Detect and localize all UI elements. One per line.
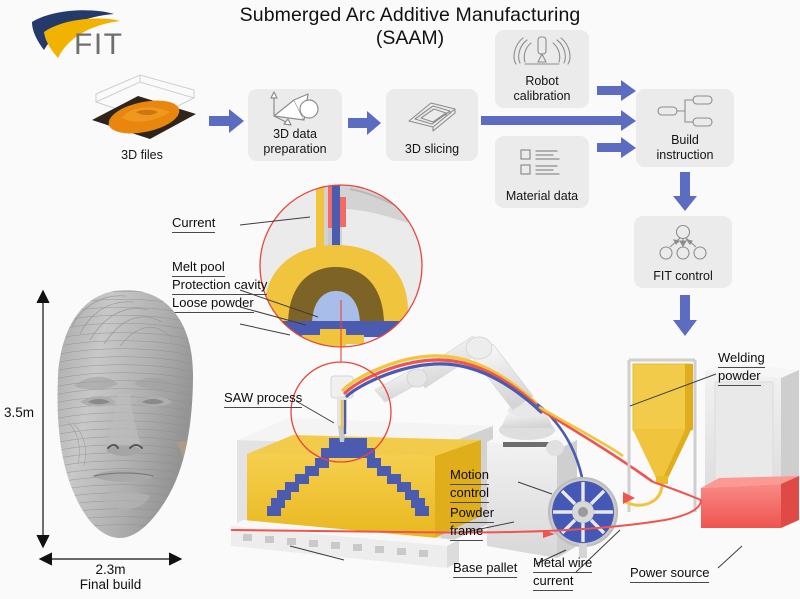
powder-frame-graphic [231, 418, 493, 568]
sliced-layers-icon [386, 89, 478, 142]
machine-label-base-pallet: Base pallet [453, 560, 518, 578]
callout-label-protection-cavity: Protection cavity [172, 277, 268, 295]
machine-label-powder-frame-line2: frame [450, 523, 484, 541]
process-box-data-preparation[interactable]: 3D data preparation [248, 89, 342, 161]
printed-head-sculpture [57, 290, 193, 538]
process-box-label: 3D slicing [404, 141, 460, 156]
machine-label-saw-process: SAW process [224, 390, 303, 408]
final-build-height-label: 3.5m [4, 405, 35, 420]
current-circuit-wiring [230, 481, 702, 534]
process-box-label: FIT control [653, 268, 713, 283]
process-box-robot-calibration[interactable]: Robot calibration [495, 30, 589, 108]
machine-label-welding-powder-line2: powder [718, 368, 761, 386]
process-box-label: 3D data preparation [263, 127, 327, 156]
arrow-files-to-prep [209, 108, 245, 134]
process-box-build-instruction[interactable]: Build instruction [636, 89, 734, 167]
network-hierarchy-icon [634, 216, 732, 269]
final-build-model [30, 282, 220, 550]
3d-files-caption: 3D files [121, 148, 163, 162]
power-source-graphic [701, 362, 799, 528]
title-line-2: (SAAM) [375, 27, 445, 49]
arrow-slicing-to-build [481, 110, 637, 132]
process-box-fit-control[interactable]: FIT control [634, 216, 732, 288]
title-line-1: Submerged Arc Additive Manufacturing [239, 4, 581, 26]
process-box-material-data[interactable]: Material data [495, 136, 589, 208]
checklist-icon [495, 136, 589, 189]
3d-model-plate-icon [92, 74, 196, 139]
welding-torch-icon [495, 30, 589, 74]
machine-label-welding-powder-line1: Welding [718, 350, 765, 368]
welding-powder-hopper [622, 358, 697, 512]
machine-label-metal-wire-line2: current [533, 573, 574, 591]
process-box-label: Robot calibration [513, 74, 571, 103]
fit-logo-mark: FIT [32, 10, 124, 61]
fit-logo: FIT [18, 6, 148, 68]
process-box-label: Material data [505, 188, 579, 203]
arrow-build-to-fitcontrol [672, 172, 698, 212]
arrow-prep-to-slicing [348, 110, 382, 136]
machine-label-powder-frame-line1: Powder [450, 505, 495, 523]
machine-label-motion-control-line1: Motion [450, 467, 490, 485]
final-build-caption: Final build [79, 577, 142, 592]
final-build-width-label: 2.3m [95, 562, 126, 577]
arrow-calibration-to-build [597, 80, 637, 102]
process-box-label: Build instruction [656, 133, 714, 162]
current-direction-markers [543, 492, 635, 538]
saam-machine-scene [230, 300, 799, 568]
fit-logo-text: FIT [74, 28, 124, 61]
process-box-3d-slicing[interactable]: 3D slicing [386, 89, 478, 161]
callout-label-loose-powder: Loose powder [172, 295, 254, 313]
callout-label-melt-pool: Melt pool [172, 259, 225, 277]
machine-label-power-source: Power source [630, 565, 710, 583]
mesh-axes-icon [248, 89, 342, 127]
branching-nodes-icon [636, 89, 734, 133]
machine-label-motion-control-line2: control [450, 485, 490, 503]
arrow-material-to-build [597, 137, 637, 159]
machine-label-metal-wire-line1: Metal wire [533, 555, 593, 573]
page-title: Submerged Arc Additive Manufacturing (SA… [200, 4, 620, 50]
arrow-fitcontrol-to-machine [672, 295, 698, 337]
callout-label-current: Current [172, 215, 216, 233]
3d-files-thumbnail [78, 74, 206, 148]
